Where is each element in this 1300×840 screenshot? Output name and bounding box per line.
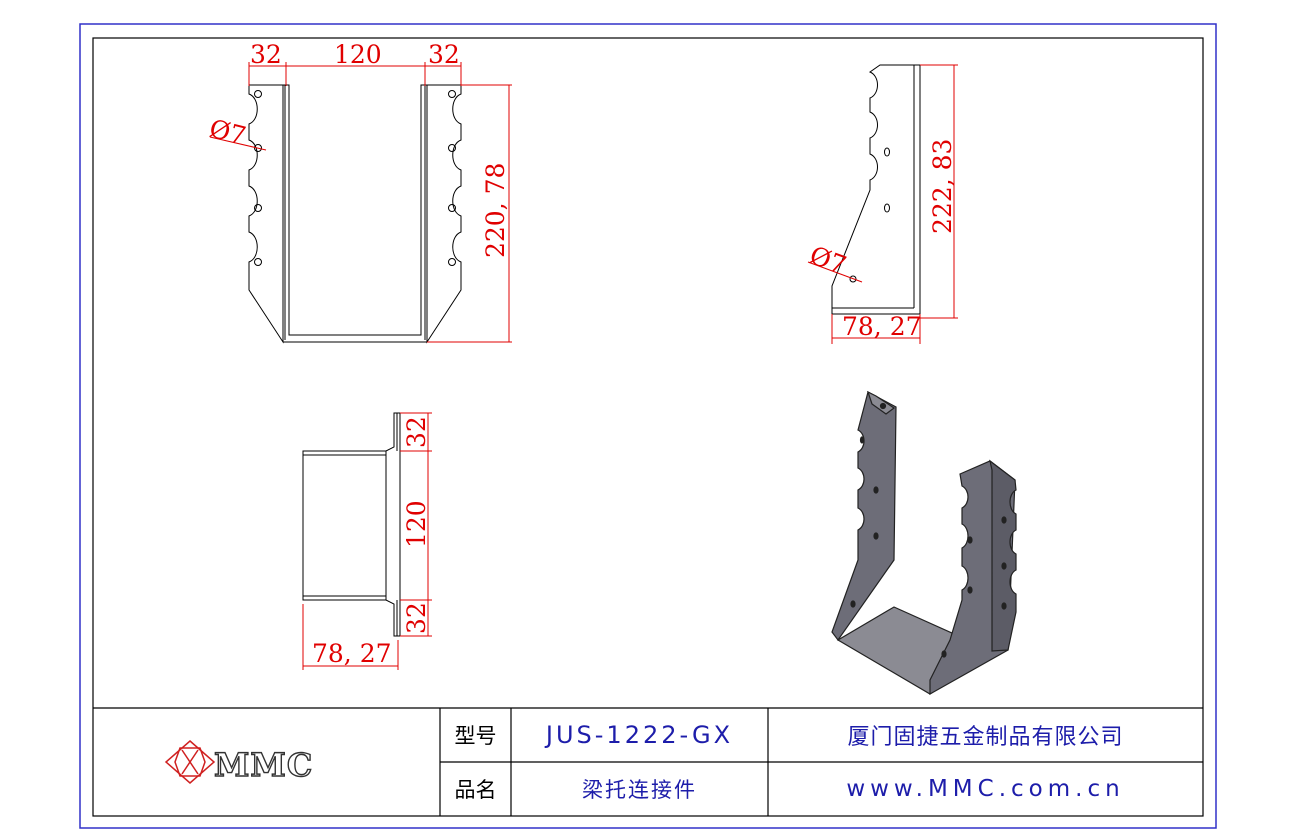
model-label: 型号 bbox=[454, 724, 497, 748]
company-website[interactable]: www.MMC.com.cn bbox=[846, 776, 1125, 802]
front-dim-right-flange: 32 bbox=[428, 40, 460, 69]
outer-frame bbox=[79, 23, 1217, 829]
side-view-dimensions bbox=[807, 64, 958, 344]
top-dim-width: 120 bbox=[402, 500, 431, 548]
title-block-grid bbox=[93, 707, 1203, 816]
front-dim-hole: Ø7 bbox=[207, 114, 249, 151]
top-dim-top-flange: 32 bbox=[402, 416, 431, 448]
product-name: 梁托连接件 bbox=[582, 778, 697, 802]
front-view-dimensions bbox=[209, 62, 512, 343]
company-logo: MMC bbox=[164, 740, 313, 785]
front-dim-left-flange: 32 bbox=[250, 40, 282, 69]
top-view-dimensions bbox=[302, 412, 432, 670]
front-view bbox=[248, 84, 462, 344]
front-dim-width: 120 bbox=[334, 40, 382, 69]
top-dim-depth: 78, 27 bbox=[312, 639, 392, 668]
model-value: JUS-1222-GX bbox=[545, 721, 734, 749]
top-dim-bottom-flange: 32 bbox=[402, 602, 431, 634]
side-view bbox=[831, 64, 921, 315]
front-dim-height: 220, 78 bbox=[481, 163, 510, 258]
logo-emblem-icon bbox=[164, 740, 216, 784]
side-dim-hole: Ø7 bbox=[806, 240, 850, 280]
logo-text: MMC bbox=[214, 746, 313, 784]
side-dim-height: 222, 83 bbox=[928, 139, 957, 234]
top-view bbox=[302, 412, 401, 637]
company-name: 厦门固捷五金制品有限公司 bbox=[847, 725, 1124, 750]
side-dim-depth: 78, 27 bbox=[842, 312, 922, 341]
isometric-view bbox=[831, 390, 1017, 696]
name-label: 品名 bbox=[454, 778, 497, 802]
inner-frame bbox=[92, 37, 1204, 817]
